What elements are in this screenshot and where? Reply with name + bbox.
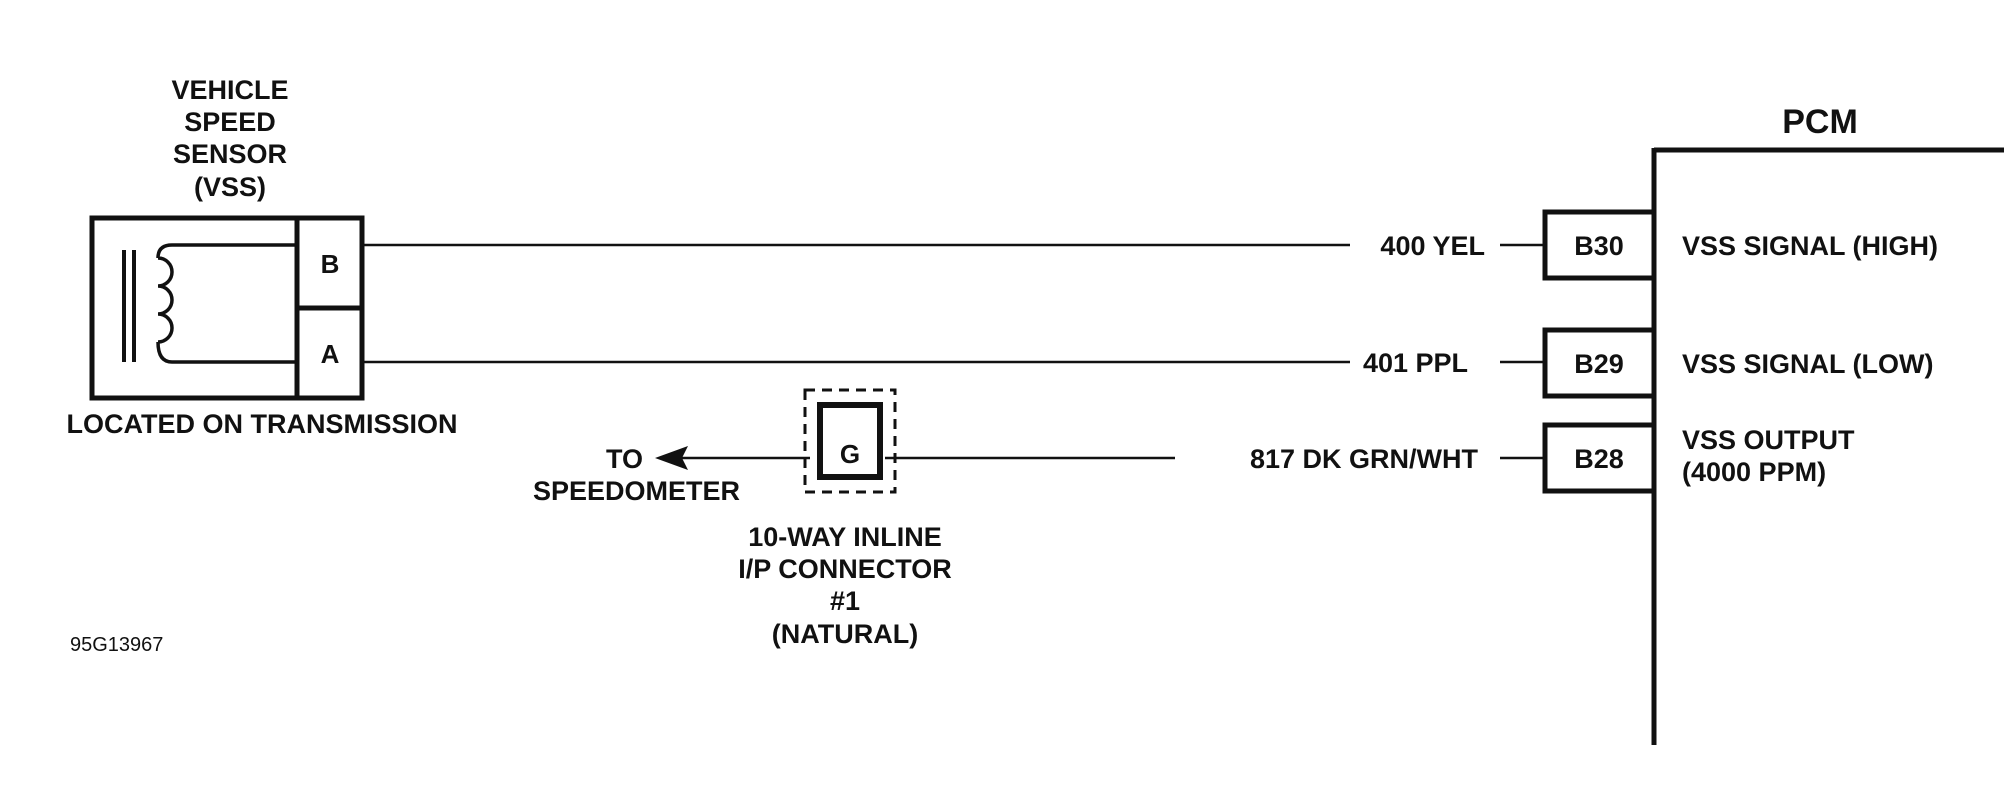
sensor-coil-icon [156, 243, 297, 364]
sensor-title-line-1: VEHICLE [171, 75, 288, 105]
inline-connector-terminal-box [817, 402, 883, 480]
inline-connector-terminal-label: G [840, 439, 860, 469]
pcm-title: PCM [1782, 103, 1858, 141]
sensor-terminal-a-label: A [321, 339, 340, 369]
sensor-location-label: LOCATED ON TRANSMISSION [67, 409, 458, 439]
pcm-function-b28-line-1: VSS OUTPUT [1682, 425, 1855, 455]
wire-label-400-yel: 400 YEL [1380, 231, 1485, 261]
sensor-title-line-3: SENSOR [173, 139, 287, 169]
pcm-function-b30: VSS SIGNAL (HIGH) [1682, 231, 1938, 261]
sensor-title-line-4: (VSS) [194, 172, 266, 202]
sensor-title-line-2: SPEED [184, 107, 276, 137]
wire-label-401-ppl: 401 PPL [1363, 348, 1468, 378]
arrow-left-icon [655, 446, 688, 470]
connector-label-line-2: I/P CONNECTOR [738, 554, 952, 584]
connector-label-line-1: 10-WAY INLINE [748, 522, 942, 552]
figure-id: 95G13967 [70, 634, 163, 656]
pcm-function-b28-line-2: (4000 PPM) [1682, 457, 1826, 487]
speedometer-label-line-1: TO [606, 444, 643, 474]
sensor-terminal-a-box [294, 305, 365, 401]
pcm-function-b29: VSS SIGNAL (LOW) [1682, 349, 1934, 379]
pcm-pin-b28-label: B28 [1574, 444, 1624, 474]
speedometer-label-line-2: SPEEDOMETER [533, 476, 740, 506]
pcm-pin-b29-label: B29 [1574, 349, 1624, 379]
pcm-pin-b29-box [1542, 327, 1657, 399]
inline-connector-housing [803, 388, 897, 494]
pcm-pin-b30-label: B30 [1574, 231, 1624, 261]
sensor-terminal-b-label: B [321, 249, 340, 279]
connector-label-line-3: #1 [830, 586, 860, 616]
pcm-pin-b28-box [1542, 422, 1657, 494]
connector-label-line-4: (NATURAL) [772, 619, 918, 649]
pcm-pin-b30-box [1542, 209, 1657, 281]
sensor-body [89, 215, 365, 401]
wire-label-817: 817 DK GRN/WHT [1250, 444, 1479, 474]
